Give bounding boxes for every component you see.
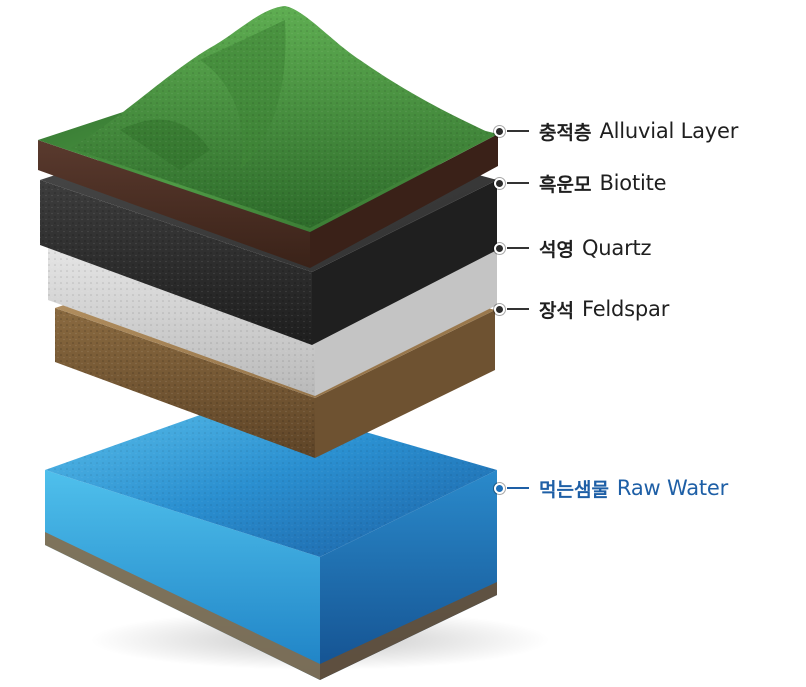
label-ko: 장석 [539, 299, 574, 322]
label-ko: 흑운모 [539, 173, 592, 196]
label-alluvial: 충적층 Alluvial Layer [494, 116, 738, 146]
label-en: Quartz [581, 236, 652, 260]
label-en: Raw Water [616, 476, 729, 500]
label-feldspar: 장석 Feldspar [494, 294, 669, 324]
label-en: Alluvial Layer [599, 119, 739, 143]
pointer-dot-icon [494, 177, 505, 189]
label-biotite: 흑운모 Biotite [494, 168, 667, 198]
label-quartz: 석영 Quartz [494, 233, 652, 263]
pointer-dot-icon [494, 125, 505, 137]
pointer-dot-icon [494, 242, 505, 254]
pointer-dot-icon [494, 303, 505, 315]
label-ko: 충적층 [539, 121, 592, 144]
alluvial-layer [38, 6, 498, 268]
water-layer [45, 398, 497, 680]
pointer-line [507, 308, 529, 310]
pointer-line [507, 247, 529, 249]
label-en: Biotite [599, 171, 667, 195]
pointer-line [507, 182, 529, 184]
pointer-dot-icon [494, 482, 505, 494]
pointer-line [507, 487, 529, 489]
label-ko: 먹는샘물 [539, 478, 609, 501]
pointer-line [507, 130, 529, 132]
label-en: Feldspar [581, 297, 670, 321]
label-ko: 석영 [539, 238, 574, 261]
label-water: 먹는샘물 Raw Water [494, 473, 728, 503]
